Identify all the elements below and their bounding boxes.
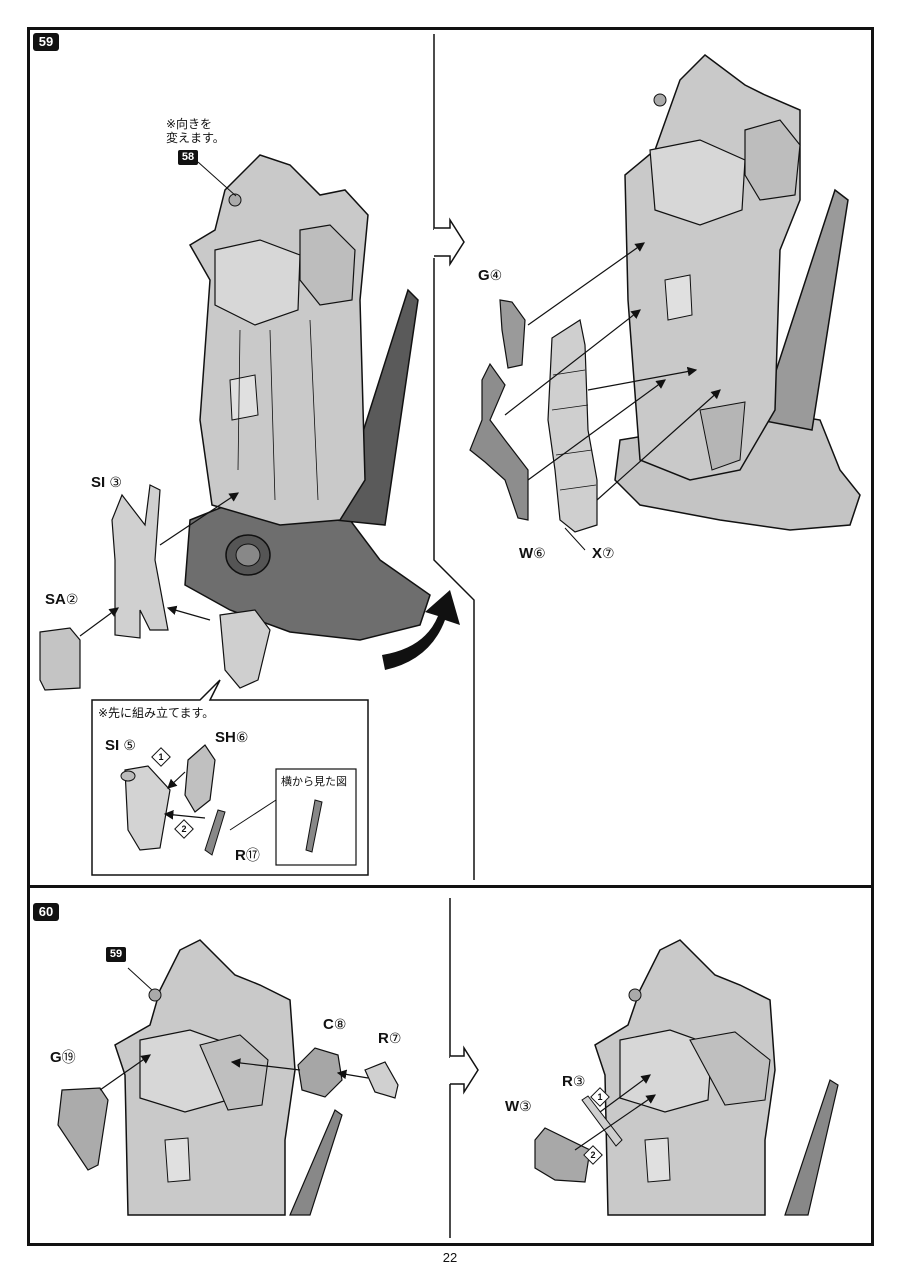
ref-step-badge: 59 <box>106 947 126 962</box>
part-label: SI ⑤ <box>105 737 136 754</box>
next-arrow-icon <box>450 1045 479 1095</box>
next-arrow-icon <box>434 217 465 267</box>
tower-assembly-59-left <box>39 154 460 691</box>
tower-assembly-60-right <box>534 939 839 1216</box>
part-label: X⑦ <box>592 545 615 562</box>
orientation-note: ※向きを 変えます。 <box>166 117 225 145</box>
part-label: R⑰ <box>235 847 260 864</box>
tower-assembly-60-left <box>57 939 399 1216</box>
subassembly-note: ※先に組み立てます。 <box>98 706 215 720</box>
part-label: SH⑥ <box>215 729 249 746</box>
part-label: SI ③ <box>91 474 122 491</box>
step-number-badge: 59 <box>33 33 59 51</box>
step-divider <box>27 885 874 888</box>
part-label: W⑥ <box>519 545 546 562</box>
part-label: G④ <box>478 267 503 284</box>
page-frame <box>27 27 874 1246</box>
part-label: W③ <box>505 1098 532 1115</box>
part-label: SA② <box>45 591 79 608</box>
part-label: G⑲ <box>50 1049 76 1066</box>
side-view-label: 横から見た図 <box>281 775 347 788</box>
tower-assembly-59-right <box>469 54 861 551</box>
part-label: R③ <box>562 1073 586 1090</box>
subassembly-parts <box>120 744 323 856</box>
ref-step-badge: 58 <box>178 150 198 165</box>
step-number-badge: 60 <box>33 903 59 921</box>
page-number: 22 <box>442 1250 458 1265</box>
part-label: R⑦ <box>378 1030 402 1047</box>
part-label: C⑧ <box>323 1016 347 1033</box>
